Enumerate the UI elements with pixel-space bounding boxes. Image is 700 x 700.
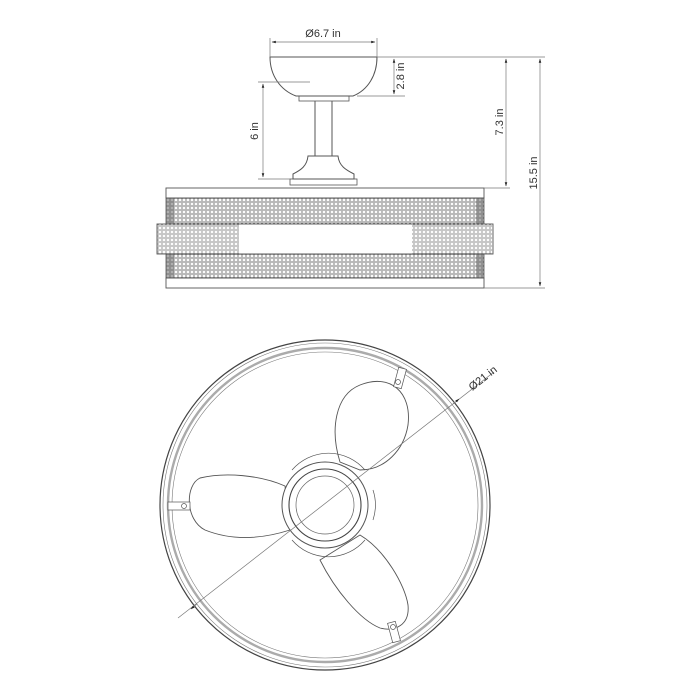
side-view	[156, 56, 494, 289]
blade-2	[188, 474, 291, 538]
canopy	[269, 56, 378, 97]
motor-collar	[292, 155, 355, 180]
dim-fan-diameter: Ø21 in	[467, 364, 500, 393]
blade-bracket-2	[167, 501, 191, 511]
drum-lower-mesh	[165, 253, 485, 279]
drum-upper-mesh	[165, 197, 485, 225]
dim-downrod-length: 6 in	[249, 122, 261, 140]
dim-canopy-diameter: Ø6.7 in	[305, 28, 340, 40]
drum-bottom-plate	[165, 277, 485, 289]
drum-outer-ring	[159, 339, 491, 671]
blade-bracket-1	[393, 366, 407, 390]
dim-overall-height: 15.5 in	[528, 156, 540, 189]
blade-bracket-3	[387, 620, 401, 644]
blade-1	[334, 380, 409, 471]
dim-canopy-height: 2.8 in	[395, 63, 407, 90]
bottom-view	[159, 339, 491, 671]
hub-outer	[281, 461, 369, 549]
dim-canopy-to-drum: 7.3 in	[494, 109, 506, 136]
drum-top-plate	[165, 187, 485, 199]
downrod	[315, 101, 332, 156]
blade-3	[319, 534, 409, 630]
side-dimensions: Ø6.7 in 2.8 in 6 in 7.3 in 15.5 in	[249, 28, 545, 289]
hub-light	[288, 468, 362, 542]
canopy-base-plate	[298, 95, 350, 102]
